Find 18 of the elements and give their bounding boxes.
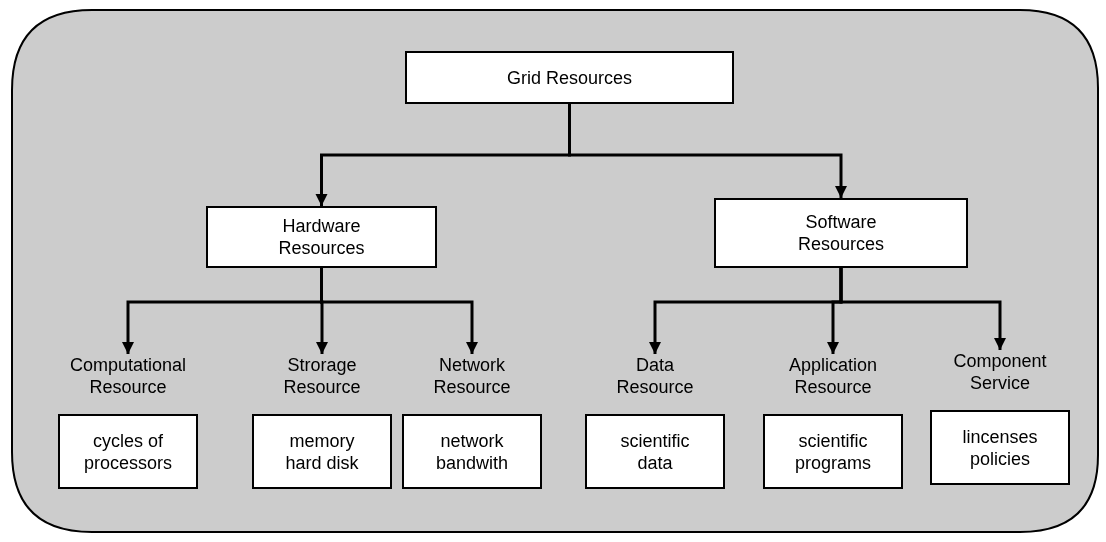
resource-heading: Data Resource <box>615 354 695 398</box>
resource-heading: Network Resource <box>432 354 512 398</box>
category-box: Hardware Resources <box>206 206 437 268</box>
resource-heading: Computational Resource <box>68 354 188 398</box>
resource-box: memory hard disk <box>252 414 392 489</box>
arrow <box>320 268 478 354</box>
resource-box: lincenses policies <box>930 410 1070 485</box>
category-box: Grid Resources <box>405 51 734 104</box>
resource-heading: Application Resource <box>787 354 879 398</box>
arrow <box>568 104 847 198</box>
resource-box: scientific programs <box>763 414 903 489</box>
arrow <box>839 268 1006 350</box>
resource-box: cycles of processors <box>58 414 198 489</box>
resource-box: scientific data <box>585 414 725 489</box>
resource-box: network bandwith <box>402 414 542 489</box>
category-box: Software Resources <box>714 198 968 268</box>
resource-heading: Component Service <box>952 350 1048 394</box>
resource-heading: Strorage Resource <box>282 354 362 398</box>
